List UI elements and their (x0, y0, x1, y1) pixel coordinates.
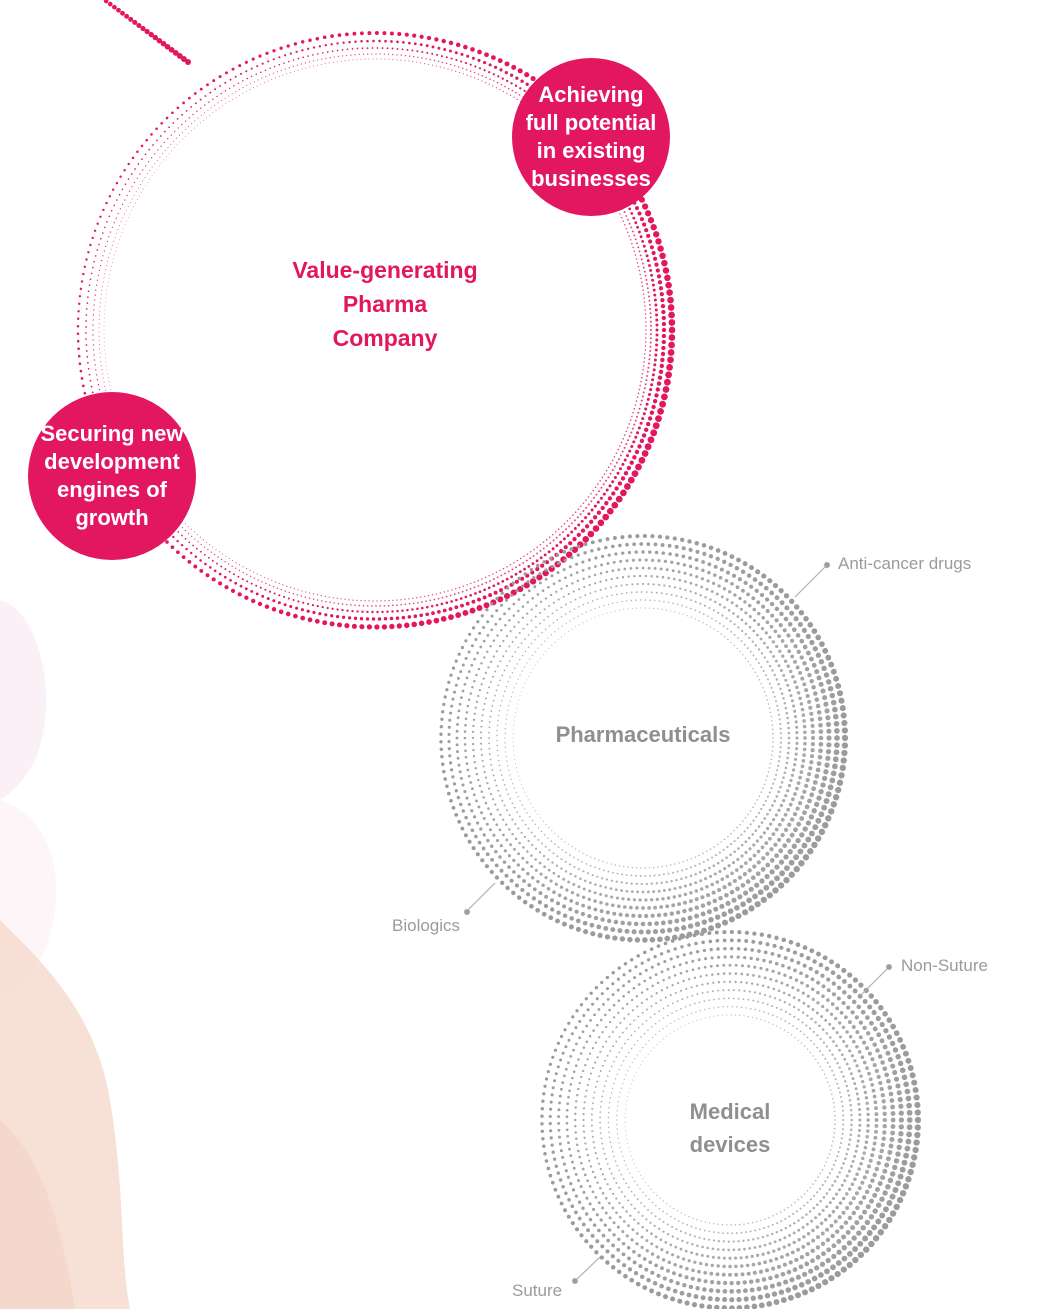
core-dotted-ring (76, 31, 676, 630)
label-non-suture: Non-Suture (901, 956, 988, 975)
label-leader-lines (463, 561, 893, 1285)
medical-devices-title: Medical devices (689, 1099, 771, 1157)
medical-devices-dotted-ring (540, 929, 922, 1309)
pharmaceuticals-dotted-ring (439, 533, 849, 943)
label-biologics: Biologics (392, 916, 461, 935)
pharmaceuticals-title: Pharmaceuticals (548, 718, 738, 751)
pillar-existing-businesses: Achieving full potential in existing bus… (512, 58, 670, 216)
label-suture: Suture (512, 1281, 563, 1300)
pillar-new-growth-engines-label: Securing new development engines of grow… (40, 421, 184, 530)
pillar-new-growth-engines: Securing new development engines of grow… (28, 392, 196, 560)
connector-line (101, 0, 191, 65)
pillar-existing-businesses-label: Achieving full potential in existing bus… (525, 82, 657, 191)
core-title: Value-generating Pharma Company (292, 257, 478, 351)
label-anti-cancer-drugs: Anti-cancer drugs (838, 554, 972, 573)
